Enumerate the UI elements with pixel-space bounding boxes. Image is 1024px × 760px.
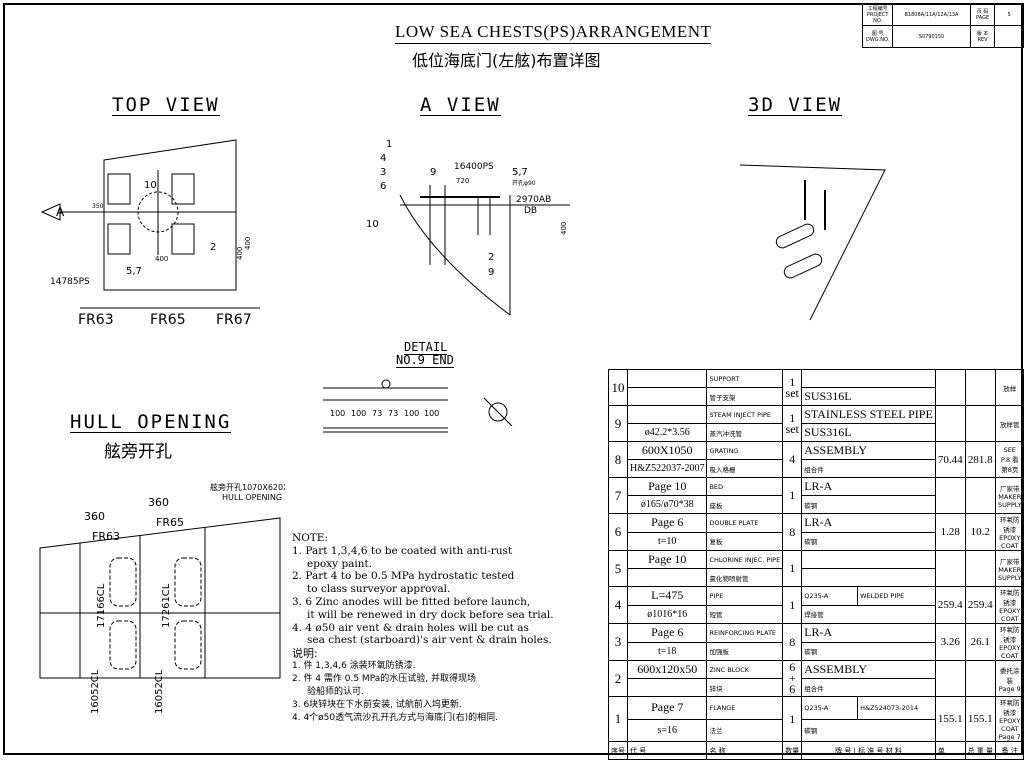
db-label: DB xyxy=(524,206,537,216)
3d-view-drawing xyxy=(739,164,886,321)
frame-fr63: FR63 xyxy=(78,312,114,328)
notes: NOTE: 1. Part 1,3,4,6 to be coated with … xyxy=(292,532,554,724)
detail-dim: 73 xyxy=(372,409,382,418)
dim-720: 720 xyxy=(456,177,469,185)
callout: 2 xyxy=(488,252,494,263)
dim-400: 400 xyxy=(155,255,168,263)
note-4: 4. 4 ø50 air vent & drain holes will be … xyxy=(292,621,529,634)
top-view-title: TOP VIEW xyxy=(112,94,220,116)
dim-400: 400 xyxy=(560,222,568,235)
3d-view-title: 3D VIEW xyxy=(748,94,843,116)
cl-label: 16052CL xyxy=(154,669,165,714)
top-view-drawing: A 14785PS 350 400 10 2 5,7 400 400 FR63 … xyxy=(40,139,260,328)
dim-right: 400 xyxy=(236,247,244,260)
callout: 4 xyxy=(380,153,386,164)
frame-fr65: FR65 xyxy=(156,516,184,529)
detail-dim: 100 xyxy=(424,409,439,418)
hull-opening-title-cn: 舷旁开孔 xyxy=(104,442,172,462)
hull-opening-drawing: 舷旁开孔1070X620XR90 HULL OPENING 360 360 FR… xyxy=(39,482,285,714)
callout: 6 xyxy=(380,181,386,192)
detail-dim: 100 xyxy=(330,409,345,418)
detail-subtitle: NO.9 END xyxy=(396,353,454,368)
dim-350: 350 xyxy=(92,203,104,210)
note-1: 1. Part 1,3,4,6 to be coated with anti-r… xyxy=(292,544,513,557)
note-2: 2. Part 4 to be 0.5 MPa hydrostatic test… xyxy=(292,570,515,583)
callout: 10 xyxy=(366,219,379,230)
opening-label: 舷旁开孔1070X620XR90 xyxy=(210,482,285,492)
dim-360: 360 xyxy=(148,496,169,509)
cl-label: 17261CL xyxy=(161,583,172,628)
drawing-title: LOW SEA CHESTS(PS)ARRANGEMENT xyxy=(395,22,712,44)
bom-row-sub: 锌块组合件 xyxy=(609,678,1024,697)
opening-en-label: HULL OPENING xyxy=(222,493,282,502)
cl-label: 17166CL xyxy=(96,583,107,628)
dim-16400: 16400PS xyxy=(454,162,494,172)
frame-fr63: FR63 xyxy=(92,530,120,543)
detail-drawing: 100 100 73 73 100 100 xyxy=(323,379,513,433)
detail-dim: 100 xyxy=(404,409,419,418)
detail-dim: 100 xyxy=(351,409,366,418)
callout: 9 xyxy=(430,167,436,178)
detail-dim: 73 xyxy=(388,409,398,418)
callout: 9 xyxy=(488,267,494,278)
detail-title: DETAIL xyxy=(404,340,448,355)
hole-label: 开孔φ90 xyxy=(512,179,536,187)
cl-label: 16052CL xyxy=(90,669,101,714)
callout: 5,7 xyxy=(512,167,528,178)
callout: 1 xyxy=(386,139,392,150)
a-view-title: A VIEW xyxy=(420,94,501,116)
frame-fr67: FR67 xyxy=(216,312,252,328)
callout: 3 xyxy=(380,167,386,178)
hull-opening-title: HULL OPENING xyxy=(70,411,232,433)
dim-right: 400 xyxy=(244,237,252,250)
callout-10: 10 xyxy=(144,180,157,191)
bom-row-sub: 氯化物喷射管 xyxy=(609,568,1024,587)
dim-14785: 14785PS xyxy=(50,277,90,287)
callout-5-7: 5,7 xyxy=(126,266,142,277)
note-3: 3. 6 Zinc anodes will be fitted before l… xyxy=(292,595,531,608)
dim-360: 360 xyxy=(84,510,105,523)
frame-fr65: FR65 xyxy=(150,312,186,328)
a-view-drawing: 1 4 3 6 9 10 5,7 2 9 16400PS 720 开孔φ90 2… xyxy=(366,139,570,316)
top-view-arrow-label: A xyxy=(56,205,65,219)
dim-2970: 2970AB xyxy=(516,195,551,205)
drawing-title-cn: 低位海底门(左舷)布置详图 xyxy=(412,51,601,70)
callout-2: 2 xyxy=(210,242,216,253)
